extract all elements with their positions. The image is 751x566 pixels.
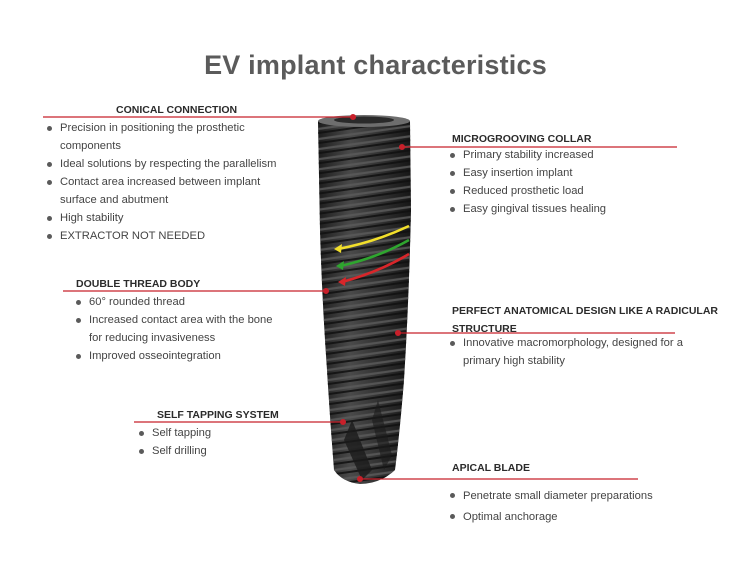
list-item: Easy gingival tissues healing: [449, 200, 709, 218]
leader-lines: [43, 113, 677, 483]
list-item: Penetrate small diameter preparations: [449, 486, 689, 507]
anatomical-design-list: Innovative macromorphology, designed for…: [449, 334, 707, 370]
implant-body: [318, 115, 411, 484]
list-item: Easy insertion implant: [449, 164, 709, 182]
list-item: Optimal anchorage: [449, 507, 689, 528]
anatomical-design-heading: PERFECT ANATOMICAL DESIGN LIKE A RADICUL…: [452, 305, 719, 335]
list-item: Innovative macromorphology, designed for…: [449, 334, 707, 370]
double-thread-heading: DOUBLE THREAD BODY: [76, 278, 201, 290]
list-item: EXTRACTOR NOT NEEDED: [46, 227, 294, 245]
conical-connection-heading: CONICAL CONNECTION: [116, 104, 238, 116]
list-item: Precision in positioning the prosthetic …: [46, 119, 294, 155]
list-item: Reduced prosthetic load: [449, 182, 709, 200]
list-item: High stability: [46, 209, 294, 227]
list-item: Contact area increased between implant s…: [46, 173, 294, 209]
list-item: Ideal solutions by respecting the parall…: [46, 155, 294, 173]
microgrooving-collar-heading: MICROGROOVING COLLAR: [452, 133, 592, 145]
page-title: EV implant characteristics: [204, 50, 547, 80]
double-thread-list: 60° rounded thread Increased contact are…: [75, 293, 275, 365]
list-item: Self drilling: [138, 442, 288, 460]
self-tapping-list: Self tapping Self drilling: [138, 424, 288, 460]
list-item: Increased contact area with the bone for…: [75, 311, 275, 347]
self-tapping-heading: SELF TAPPING SYSTEM: [157, 409, 279, 421]
list-item: Primary stability increased: [449, 146, 709, 164]
thread-arrows: [334, 224, 410, 286]
list-item: Improved osseointegration: [75, 347, 275, 365]
apical-blade-heading: APICAL BLADE: [452, 462, 530, 474]
list-item: Self tapping: [138, 424, 288, 442]
conical-connection-list: Precision in positioning the prosthetic …: [46, 119, 294, 245]
microgrooving-collar-list: Primary stability increased Easy inserti…: [449, 146, 709, 218]
apical-blade-list: Penetrate small diameter preparations Op…: [449, 486, 689, 528]
list-item: 60° rounded thread: [75, 293, 275, 311]
